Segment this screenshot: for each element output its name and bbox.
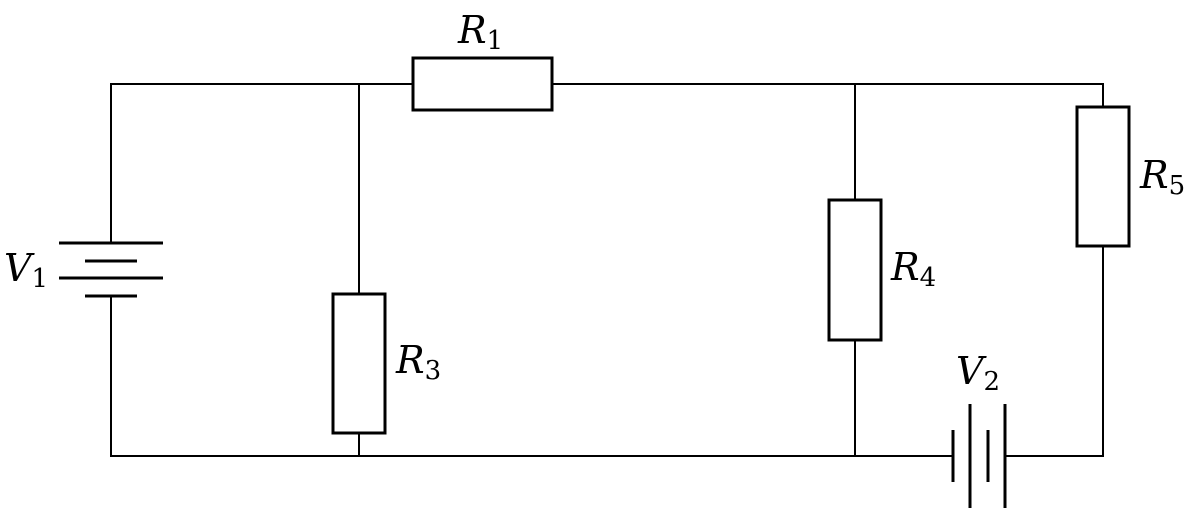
- label-v2-index: 2: [983, 367, 1000, 397]
- label-r4-index: 4: [920, 263, 937, 293]
- label-r1-letter: R: [457, 8, 487, 52]
- label-r4: R4: [890, 245, 936, 293]
- label-v1-letter: V: [4, 246, 35, 290]
- label-v2-letter: V: [956, 349, 987, 393]
- resistor-r1: [411, 56, 554, 112]
- label-r3-index: 3: [425, 356, 442, 386]
- battery-v1: [59, 241, 163, 298]
- wires: [110, 83, 1104, 457]
- label-r5: R5: [1139, 153, 1185, 201]
- label-v1-index: 1: [31, 264, 48, 294]
- resistor-r3: [331, 292, 387, 435]
- battery-v2: [951, 404, 1007, 508]
- label-v2: V2: [956, 349, 1000, 397]
- label-r1-index: 1: [487, 26, 504, 56]
- label-r5-index: 5: [1169, 171, 1186, 201]
- label-r4-letter: R: [890, 245, 920, 289]
- label-r3: R3: [395, 338, 441, 386]
- resistor-r5: [1075, 105, 1131, 248]
- label-r5-letter: R: [1139, 153, 1169, 197]
- resistor-r4: [827, 198, 883, 342]
- label-v1: V1: [4, 246, 48, 294]
- label-r1: R1: [457, 8, 503, 56]
- label-r3-letter: R: [395, 338, 425, 382]
